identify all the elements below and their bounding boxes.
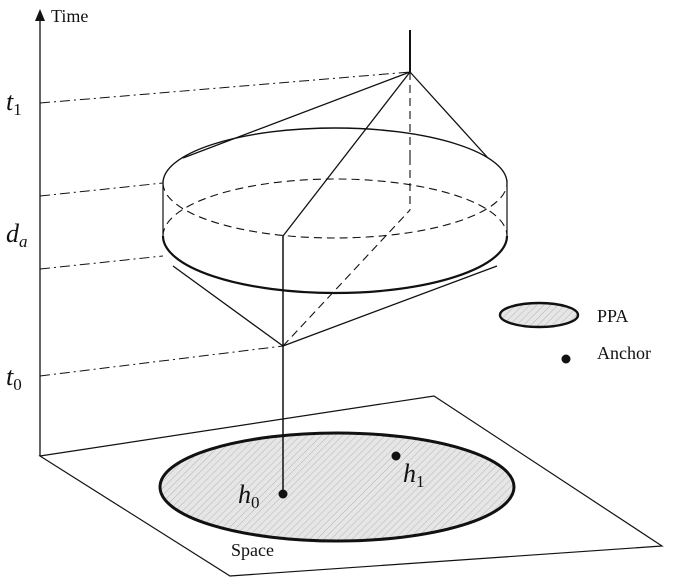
legend: PPA Anchor [498,301,651,364]
h1-label: h1 [403,459,425,491]
projection-lines [39,71,411,377]
legend-ppa-swatch [498,301,580,329]
time-axis [35,9,45,456]
h0-label: h0 [238,480,260,512]
bottom-disc-front-edge [161,235,509,295]
t1-label: t1 [6,87,22,119]
legend-ppa-label: PPA [597,306,628,326]
top-disc-back-edge [162,127,508,184]
top-disc-front-edge [162,182,508,239]
t0-projection-line [39,345,284,377]
legend-anchor-label: Anchor [597,343,651,363]
t1-projection-line [39,71,411,104]
space-plane [38,395,664,577]
anchor-h0-dot [278,489,288,499]
time-axis-arrow-icon [35,9,45,21]
time-axis-label: Time [51,6,88,26]
legend-anchor-dot [561,354,571,364]
anchor-h1-dot [391,451,401,461]
upper-cone [182,71,489,237]
top-disc-projection-line [39,182,164,197]
lower-cone [172,157,498,347]
space-plane-label: Space [231,540,274,560]
da-label: da [6,219,28,251]
bottom-disc-back-edge [162,178,508,237]
bottom-disc-projection-line [39,255,164,270]
cylinder [161,127,509,295]
t0-label: t0 [6,362,22,394]
ppa-region [158,431,516,543]
